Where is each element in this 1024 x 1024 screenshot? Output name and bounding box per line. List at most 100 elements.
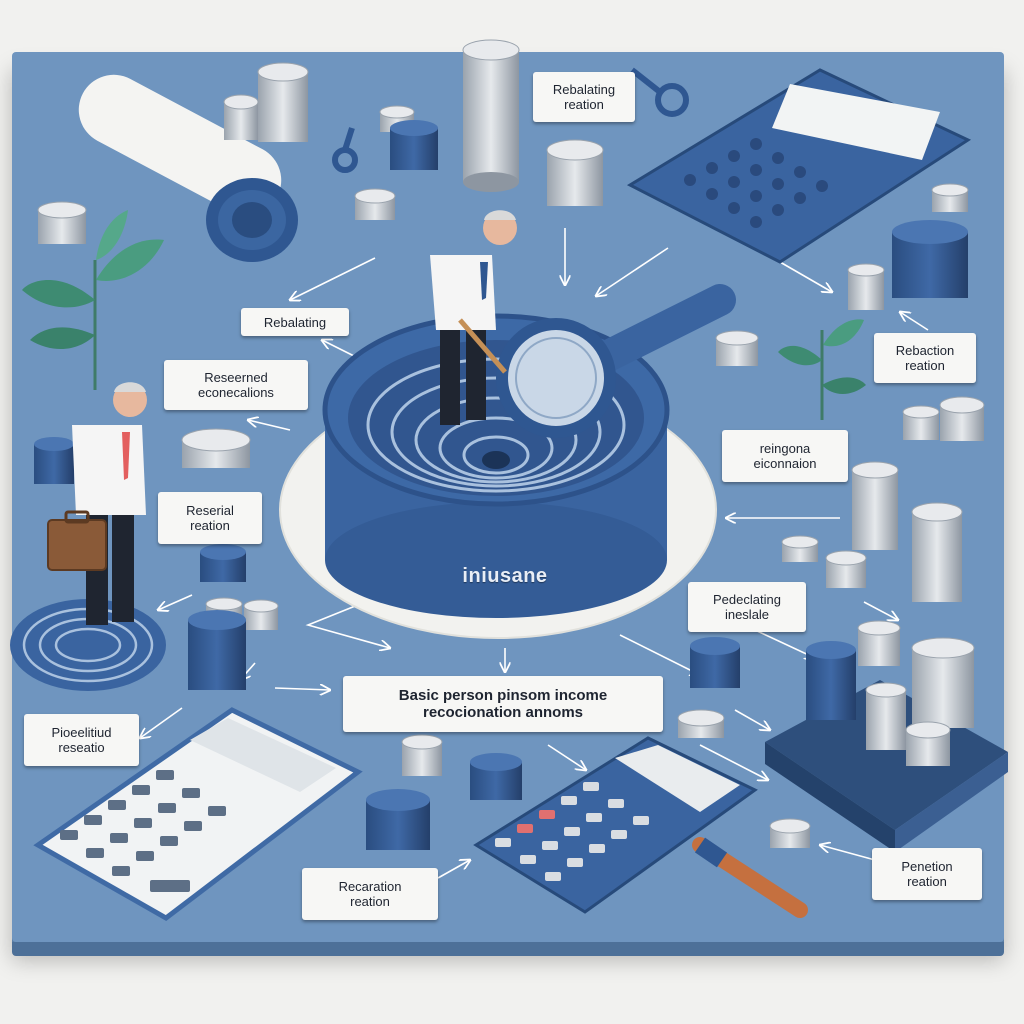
coin-stack-icon <box>188 610 246 690</box>
label-rebalancing-top: Rebalating reation <box>533 72 635 122</box>
magnifier-icon <box>692 837 808 918</box>
label-line: Basic person pinsom income <box>398 687 608 704</box>
label-line: Reserial <box>186 503 234 518</box>
coin-stack-icon <box>911 502 963 602</box>
coin-stack-icon <box>851 461 899 550</box>
arrow <box>699 744 768 780</box>
coin-stack-icon <box>769 818 811 848</box>
briefcase-icon <box>47 510 107 571</box>
label-line: Rebaction <box>895 343 955 358</box>
coin-stack-icon <box>781 535 819 562</box>
magnifier-icon <box>496 284 736 438</box>
person-icon <box>72 382 147 625</box>
label-line: Reseerned <box>204 370 268 385</box>
coin-stack-icon <box>892 220 968 298</box>
maze-brand-text: iniusane <box>462 565 548 587</box>
arrow <box>437 860 470 879</box>
label-line: reation <box>564 97 604 112</box>
label-reserial: Reserial reation <box>158 492 262 544</box>
arrow <box>754 629 815 658</box>
coin-stack-icon <box>905 721 951 766</box>
label-line: ineslale <box>724 607 770 622</box>
label-line: Pedeclating <box>713 592 781 607</box>
label-line: reation <box>907 874 947 889</box>
arrow <box>248 420 291 431</box>
key-icon <box>332 67 689 173</box>
label-line: Rebalating <box>552 82 616 97</box>
coin-stack-icon <box>200 544 246 582</box>
arrow <box>274 688 330 690</box>
label-line: reation <box>905 358 945 373</box>
label-prosalitud: Pioeelitiud reseatio <box>24 714 139 766</box>
calculator-icon <box>581 68 972 264</box>
label-basic-pension-income: Basic person pinsom income recocionation… <box>343 676 663 732</box>
coin-stack-icon <box>462 39 520 192</box>
coin-stack-icon <box>37 201 87 244</box>
arrow <box>900 312 929 331</box>
arrow <box>779 261 832 292</box>
label-line: recocionation annoms <box>422 704 584 721</box>
label-line: Penetion <box>901 859 953 874</box>
coin-stack-icon <box>806 641 856 720</box>
label-line: Rebalating <box>263 314 327 330</box>
label-rebation-right: Rebaction reation <box>874 333 976 383</box>
calculator-icon <box>473 736 758 914</box>
coin-stack-icon <box>902 405 940 440</box>
arrow <box>547 744 586 770</box>
coin-stack-icon <box>715 330 759 366</box>
maze-icon <box>279 313 717 639</box>
label-line: Recaration <box>338 879 402 894</box>
label-line: eiconnaion <box>753 456 817 471</box>
label-line: reation <box>190 518 230 533</box>
arrow <box>619 634 700 675</box>
arrow <box>140 707 183 738</box>
label-line: reingona <box>759 441 811 456</box>
coin-stack-icon <box>34 437 74 484</box>
label-reserved-reconciliations: Reseerned econecalions <box>164 360 308 410</box>
label-line: Pioeelitiud <box>51 725 112 740</box>
scroll-icon <box>78 74 298 262</box>
calculator-icon <box>33 707 363 921</box>
coin-stack-icon <box>181 428 251 468</box>
label-penetion: Penetion reation <box>872 848 982 900</box>
label-line: econecalions <box>198 385 274 400</box>
calculator-keys <box>684 138 828 228</box>
arrow <box>596 247 669 296</box>
coin-stack-icon <box>865 682 907 750</box>
coin-stack-icon <box>857 620 901 666</box>
label-line: reation <box>350 894 390 909</box>
coin-stack-icon <box>825 550 867 588</box>
label-predicting: Pedeclating ineslale <box>688 582 806 632</box>
plant-icon <box>22 210 164 390</box>
arrow <box>863 601 898 620</box>
label-recaration: Recaration reation <box>302 868 438 920</box>
board-edge <box>12 942 1004 956</box>
coin-stack-icon <box>470 753 522 800</box>
coin-stack-icon <box>677 709 725 738</box>
arrow <box>734 709 770 730</box>
coin-stack-icon <box>931 183 969 212</box>
arrow <box>158 594 193 610</box>
coin-stack-icon <box>243 599 279 630</box>
coin-stack-icon <box>546 139 604 206</box>
coin-stacks <box>37 39 985 848</box>
navy-coin-stacks <box>34 120 968 850</box>
coin-stack-icon <box>401 734 443 776</box>
coin-stack-icon <box>911 637 975 728</box>
coin-stack-icon <box>257 62 309 142</box>
label-reinging: reingona eiconnaion <box>722 430 848 482</box>
arrow <box>290 257 376 300</box>
person-icon <box>430 210 517 425</box>
label-rebalancing-left: Rebalating <box>241 308 349 336</box>
coin-stack-icon <box>390 120 438 170</box>
coin-stack-icon <box>847 263 885 310</box>
arrow <box>820 845 876 861</box>
coin-stack-icon <box>223 94 259 140</box>
coin-stack-icon <box>366 789 430 850</box>
plant-icon <box>778 319 866 420</box>
label-line: reseatio <box>58 740 105 755</box>
coin-stack-icon <box>939 396 985 441</box>
coin-stack-icon <box>690 637 740 688</box>
coin-stack-icon <box>354 188 396 220</box>
